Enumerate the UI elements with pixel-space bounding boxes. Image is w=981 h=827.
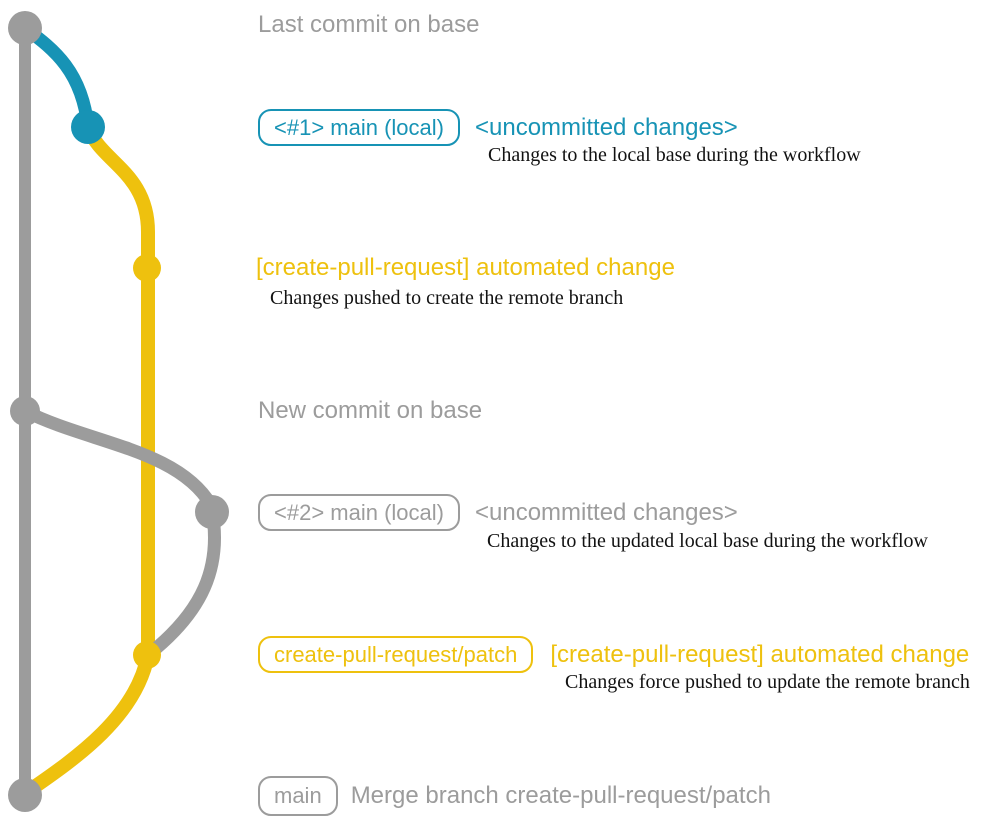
branch-badge-main-local-1: <#1> main (local) — [258, 109, 460, 146]
commit-dot-patch-1 — [133, 254, 161, 282]
row-merge: main Merge branch create-pull-request/pa… — [258, 776, 771, 816]
commit-dot-patch-2 — [133, 641, 161, 669]
label-uncommitted-changes-1: <uncommitted changes> — [474, 113, 738, 141]
row-patch-branch: create-pull-request/patch [create-pull-r… — [258, 636, 969, 673]
heading-new-commit-on-base: New commit on base — [258, 397, 483, 424]
git-graph — [8, 11, 229, 812]
desc-local-base-changes: Changes to the local base during the wor… — [488, 144, 861, 166]
label-automated-change-2: [create-pull-request] automated change — [550, 640, 970, 668]
row-local-main-2: <#2> main (local) <uncommitted changes> — [258, 494, 738, 531]
label-automated-change-1: [create-pull-request] automated change — [256, 254, 675, 281]
label-uncommitted-changes-2: <uncommitted changes> — [474, 498, 738, 526]
branch-badge-main-local-2: <#2> main (local) — [258, 494, 460, 531]
desc-pushed-create-remote: Changes pushed to create the remote bran… — [270, 287, 624, 309]
desc-updated-local-base-changes: Changes to the updated local base during… — [487, 530, 928, 552]
label-merge-branch: Merge branch create-pull-request/patch — [350, 782, 771, 809]
updated-base-branch-line — [18, 404, 221, 662]
heading-last-commit-on-base: Last commit on base — [258, 11, 480, 38]
patch-branch-line — [20, 120, 155, 799]
desc-force-pushed-update-remote: Changes force pushed to update the remot… — [565, 671, 970, 693]
row-local-main-1: <#1> main (local) <uncommitted changes> — [258, 109, 738, 146]
commit-dot-merge — [8, 778, 42, 812]
commit-dot-local-2 — [195, 495, 229, 529]
branch-badge-create-pull-request-patch: create-pull-request/patch — [258, 636, 534, 673]
branch-badge-main: main — [258, 776, 338, 816]
local-changes-branch-line — [18, 21, 95, 134]
commit-dot-last-base — [8, 11, 42, 45]
commit-dot-local-1 — [71, 110, 105, 144]
commit-dot-new-base — [10, 396, 40, 426]
